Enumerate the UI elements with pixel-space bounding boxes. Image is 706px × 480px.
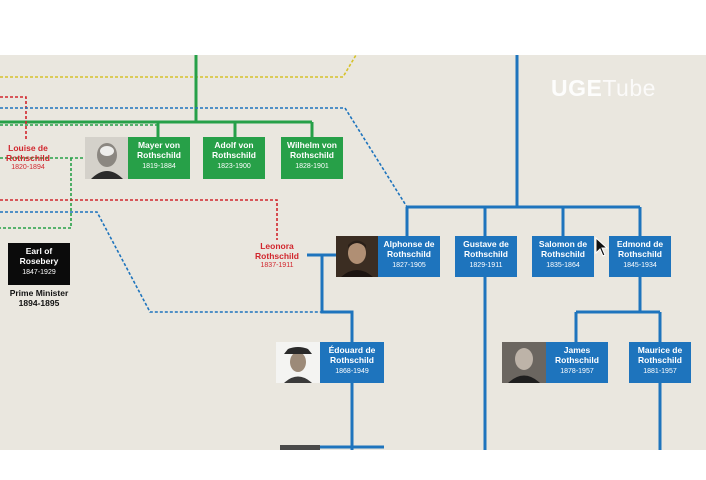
- james-portrait: [502, 342, 546, 383]
- edouard-name: Édouard de Rothschild: [328, 345, 376, 365]
- louise-years: 1820-1894: [11, 164, 45, 171]
- blue-drops: [405, 207, 642, 237]
- rosebery-name: Earl of Rosebery: [19, 246, 59, 266]
- mayer-name: Mayer von Rothschild: [137, 140, 181, 160]
- edmond-name: Edmond de Rothschild: [616, 239, 664, 259]
- red-dashed-2: [0, 199, 278, 240]
- edmond-children-bar: [574, 310, 662, 342]
- family-tree-canvas: Louise de Rothschild 1820-1894 Mayer von…: [0, 55, 706, 450]
- yellow-connector: [0, 55, 357, 78]
- rosebery-title: Prime Minister: [9, 288, 69, 298]
- maurice-box: Maurice de Rothschild 1881-1957: [629, 342, 691, 383]
- alphonse-portrait: [336, 236, 378, 277]
- gustave-years: 1829-1911: [469, 262, 503, 269]
- rosebery-box: Earl of Rosebery 1847-1929: [8, 243, 70, 285]
- mayer-portrait: [85, 137, 129, 179]
- gustave-name: Gustave de Rothschild: [463, 239, 509, 259]
- mayer-box: Mayer von Rothschild 1819-1884: [128, 137, 190, 179]
- mouse-cursor-icon: [595, 237, 609, 257]
- wilhelm-years: 1828-1901: [295, 163, 329, 170]
- edouard-box: Édouard de Rothschild 1868-1949: [320, 342, 384, 383]
- louise-name: Louise de Rothschild: [6, 143, 50, 163]
- rosebery-office: Prime Minister 1894-1895: [4, 288, 74, 308]
- blue-dashed-2: [0, 211, 322, 313]
- alphonse-name: Alphonse de Rothschild: [383, 239, 435, 259]
- salomon-name: Salomon de Rothschild: [538, 239, 588, 259]
- alphonse-years: 1827-1905: [392, 262, 426, 269]
- connector-lines: [0, 55, 662, 450]
- bottom-letterbox: [0, 450, 706, 480]
- edouard-years: 1868-1949: [335, 368, 369, 375]
- watermark-light: Tube: [602, 75, 656, 101]
- adolf-name: Adolf von Rothschild: [212, 140, 256, 160]
- green-dashed-3: [0, 158, 72, 229]
- adolf-years: 1823-1900: [217, 163, 251, 170]
- james-name: James Rothschild: [555, 345, 599, 365]
- green-drops: [156, 122, 314, 137]
- louise-label: Louise de Rothschild 1820-1894: [0, 143, 56, 172]
- james-box: James Rothschild 1878-1957: [546, 342, 608, 383]
- wilhelm-name: Wilhelm von Rothschild: [287, 140, 337, 160]
- gustave-box: Gustave de Rothschild 1829-1911: [455, 236, 517, 277]
- watermark-bold: UGE: [551, 75, 603, 101]
- alphonse-box: Alphonse de Rothschild 1827-1905: [378, 236, 440, 277]
- wilhelm-box: Wilhelm von Rothschild 1828-1901: [281, 137, 343, 179]
- edmond-box: Edmond de Rothschild 1845-1934: [609, 236, 671, 277]
- adolf-box: Adolf von Rothschild 1823-1900: [203, 137, 265, 179]
- leonora-name: Leonora Rothschild: [255, 241, 299, 261]
- red-dashed-1: [0, 96, 27, 140]
- uge-tube-watermark: UGETube: [551, 75, 656, 102]
- cropped-portrait: [280, 445, 320, 450]
- leonora-years: 1837-1911: [260, 262, 294, 269]
- edmond-years: 1845-1934: [623, 262, 657, 269]
- maurice-years: 1881-1957: [643, 368, 677, 375]
- salomon-years: 1835-1864: [546, 262, 580, 269]
- alphonse-child-line: [320, 255, 354, 342]
- rosebery-term: 1894-1895: [18, 298, 60, 308]
- rosebery-years: 1847-1929: [22, 269, 56, 276]
- blue-dashed-1: [0, 107, 408, 208]
- salomon-box: Salomon de Rothschild 1835-1864: [532, 236, 594, 277]
- leonora-label: Leonora Rothschild 1837-1911: [246, 241, 308, 270]
- james-years: 1878-1957: [560, 368, 594, 375]
- edouard-portrait: [276, 342, 320, 383]
- mayer-years: 1819-1884: [142, 163, 176, 170]
- maurice-name: Maurice de Rothschild: [637, 345, 683, 365]
